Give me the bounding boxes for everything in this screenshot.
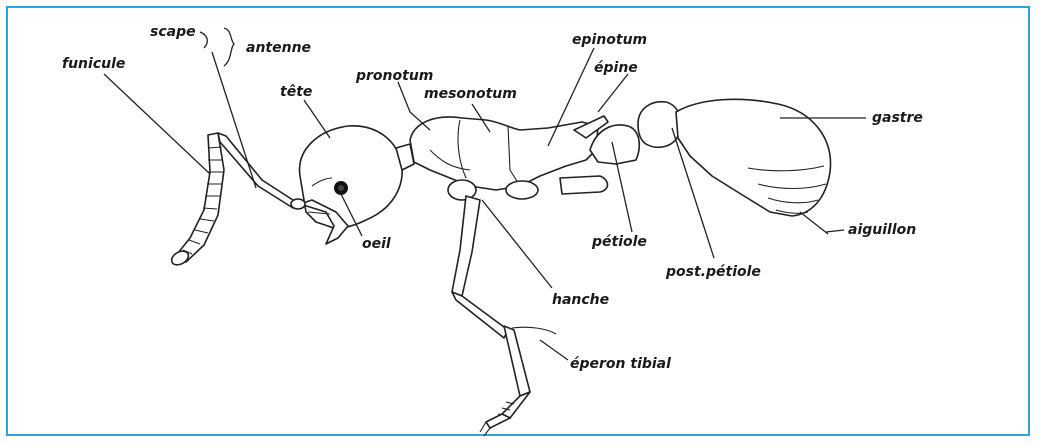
label-antenne: antenne xyxy=(246,40,311,56)
label-epinotum: epinotum xyxy=(572,32,647,48)
post-petiole xyxy=(638,102,681,148)
antenna-funicule xyxy=(169,133,224,268)
coxa-hind xyxy=(560,176,608,194)
head xyxy=(291,126,402,244)
front-leg xyxy=(452,196,556,436)
label-pronotum: pronotum xyxy=(355,68,433,84)
label-tete: tête xyxy=(280,84,312,100)
label-funicule: funicule xyxy=(62,56,125,72)
label-eperon-tibial: éperon tibial xyxy=(570,356,671,372)
label-gastre: gastre xyxy=(872,110,923,126)
label-post-petiole: post.pétiole xyxy=(665,264,761,280)
label-petiole: pétiole xyxy=(591,234,647,250)
label-oeil: oeil xyxy=(362,236,391,252)
label-scape: scape xyxy=(150,24,196,40)
label-epine: épine xyxy=(594,60,638,76)
sting xyxy=(800,212,828,234)
gaster xyxy=(676,99,831,216)
coxa-middle xyxy=(506,181,538,199)
label-mesonotum: mesonotum xyxy=(424,86,517,102)
antenne-brace xyxy=(224,28,234,66)
antenna-scape xyxy=(218,133,296,208)
label-aiguillon: aiguillon xyxy=(848,222,916,238)
label-hanche: hanche xyxy=(552,292,609,308)
